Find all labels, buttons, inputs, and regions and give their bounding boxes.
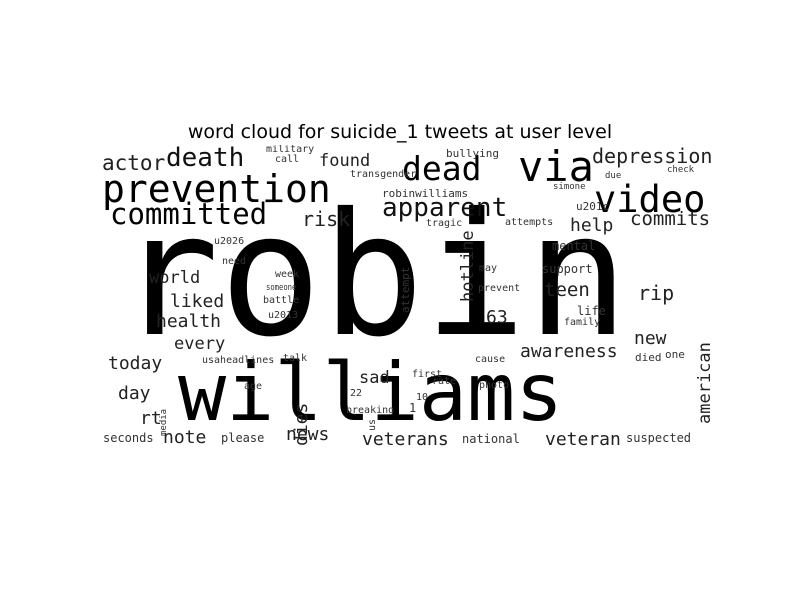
word-media: media: [159, 408, 169, 436]
word-simone: simone: [553, 182, 586, 192]
word-need: need: [222, 256, 247, 267]
word-death: death: [166, 145, 245, 173]
word-u2026: u2026: [214, 236, 245, 247]
word-today: today: [108, 353, 163, 374]
word-note: note: [163, 427, 207, 448]
word-age: age: [244, 381, 263, 392]
word-prevent: prevent: [478, 283, 521, 294]
word-photo: photo: [479, 380, 510, 391]
word-help: help: [570, 215, 614, 236]
word-due: due: [605, 171, 622, 181]
word-support: support: [542, 262, 593, 276]
word-usaheadlines: usaheadlines: [202, 355, 275, 366]
word-news: news: [286, 424, 330, 445]
word-commits: commits: [630, 208, 711, 230]
word-actor: actor: [102, 151, 166, 175]
word-transgender: transgender: [350, 169, 417, 180]
word-risk: risk: [302, 207, 351, 231]
word-attempt: attempt: [399, 266, 412, 313]
word-liked: liked: [170, 291, 225, 312]
word-depression: depression: [592, 145, 713, 168]
word-u201c: u201c: [576, 200, 610, 213]
word-check: check: [667, 165, 695, 175]
word-life: life: [577, 304, 606, 318]
word-seconds: seconds: [103, 431, 154, 445]
word-rate: rate: [432, 376, 457, 387]
word-10: 10: [416, 392, 429, 403]
word-american: american: [695, 342, 715, 424]
word-1: 1: [409, 401, 417, 415]
word-us: us: [367, 418, 378, 431]
word-dead: dead: [402, 149, 482, 188]
word-battle: battle: [263, 295, 300, 306]
word-military: military: [266, 145, 315, 155]
word-talk: talk: [283, 353, 308, 364]
word-awareness: awareness: [520, 341, 618, 362]
word-rt: rt: [140, 408, 162, 429]
word-hotline: hotline: [458, 230, 478, 302]
word-63: 63: [486, 307, 508, 328]
word-tragic: tragic: [426, 218, 463, 229]
word-world: world: [149, 268, 201, 288]
word-someone: someone: [266, 283, 297, 293]
word-found: found: [319, 151, 371, 171]
word-died: died: [635, 351, 662, 364]
word-apparent: apparent: [382, 193, 508, 223]
word-bullying: bullying: [446, 147, 499, 160]
word-first: first: [412, 369, 443, 380]
word-please: please: [221, 431, 265, 445]
word-22: 22: [350, 388, 363, 399]
word-national: national: [462, 432, 520, 446]
word-via: via: [518, 145, 594, 191]
word-prevention: prevention: [102, 167, 331, 211]
word-attempts: attempts: [505, 217, 554, 228]
word-veterans: veterans: [362, 429, 449, 450]
word-robinwilliams: robinwilliams: [382, 187, 469, 200]
word-breaking: breaking: [346, 405, 395, 416]
word-cause: cause: [475, 354, 506, 365]
word-suspected: suspected: [626, 431, 692, 445]
word-mental: mental: [552, 239, 596, 253]
word-williams: williams: [178, 346, 564, 439]
word-committed: committed: [110, 197, 268, 231]
word-sad: sad: [359, 368, 390, 388]
word-video: video: [594, 178, 706, 221]
word-new: new: [634, 328, 667, 349]
word-call: call: [275, 154, 300, 165]
word-every: every: [174, 334, 226, 354]
word-u2013: u2013: [268, 310, 299, 321]
word-day: day: [118, 383, 151, 404]
word-robin: robin: [117, 177, 629, 375]
figure-title: word cloud for suicide_1 tweets at user …: [187, 121, 613, 143]
word-veteran: veteran: [545, 429, 621, 450]
word-health: health: [156, 311, 222, 332]
word-teen: teen: [544, 279, 590, 301]
word-week: week: [275, 269, 300, 280]
word-one: one: [665, 348, 685, 361]
word-family: family: [564, 317, 601, 328]
word-may: may: [479, 263, 498, 274]
word-rip: rip: [638, 281, 675, 305]
